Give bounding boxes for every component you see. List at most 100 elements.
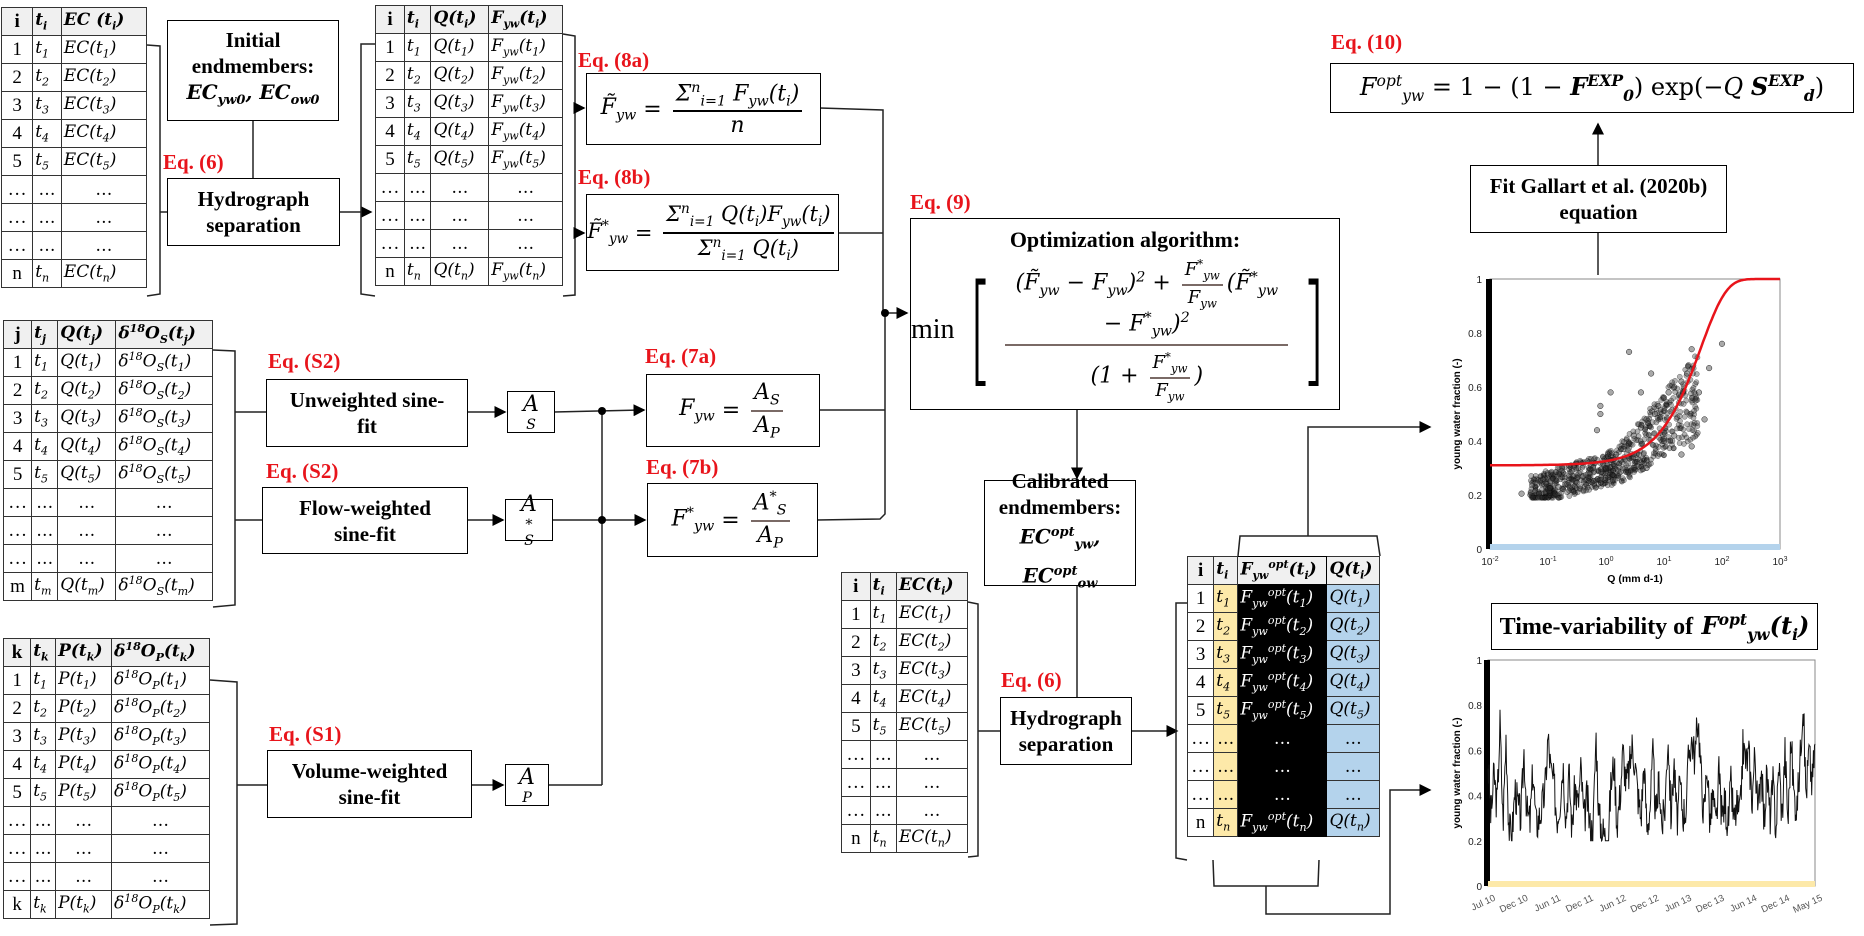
scatter-point xyxy=(1687,411,1693,417)
table-cell: EC(tn) xyxy=(895,824,969,853)
table-cell: … xyxy=(32,231,62,260)
junction-dot xyxy=(881,309,889,317)
table-cell: Q(t3) xyxy=(1326,640,1380,669)
table-cell: Q(t4) xyxy=(1326,668,1380,697)
table-cell: EC(t4) xyxy=(895,684,969,713)
table-cell: … xyxy=(430,229,490,258)
scatter-point xyxy=(1590,477,1597,484)
table-cell: … xyxy=(30,834,57,863)
table-cell: … xyxy=(115,488,213,517)
table-cell: δ18OP(t5) xyxy=(111,778,210,807)
x-tick-label: Jun 12 xyxy=(1598,893,1629,915)
table-cell: … xyxy=(895,796,969,825)
optimization-box: Optimization algorithm: min [ (F̃yw − Fy… xyxy=(910,218,1340,410)
table-cell: 5 xyxy=(2,460,33,489)
x-tick-label: 102 xyxy=(1714,556,1729,568)
table-cell: … xyxy=(1326,724,1380,753)
scatter-point xyxy=(1605,451,1611,458)
table-cell: 2 xyxy=(0,63,34,92)
column-header: ti xyxy=(32,7,62,36)
scatter-point xyxy=(1620,439,1627,445)
table-cell: tn xyxy=(869,824,897,853)
scatter-point xyxy=(1559,474,1566,481)
table-cell: … xyxy=(1186,752,1215,781)
table-cell: … xyxy=(111,834,210,863)
table-cell: EC(t2) xyxy=(895,628,969,657)
table-cell: Q(tn) xyxy=(1326,808,1380,837)
table-row: ………… xyxy=(1186,780,1380,809)
scatter-point xyxy=(1549,475,1556,482)
scatter-point xyxy=(1694,420,1700,426)
scatter-point xyxy=(1671,432,1678,439)
eqS2-label-a: Eq. (S2) xyxy=(268,349,341,373)
box-line: Flow-weighted xyxy=(299,495,431,520)
column-header: Q(ti) xyxy=(430,5,490,34)
eq8a-fraction: Σni=1 Fyw(ti)n xyxy=(672,80,803,138)
scatter-point xyxy=(1597,480,1604,486)
time-variability-title-box: Time-variability of Foptyw(ti) xyxy=(1491,603,1818,650)
scatter-point xyxy=(1688,443,1695,450)
eqS2-label-b: Eq. (S2) xyxy=(266,459,339,483)
box-line: Unweighted sine- xyxy=(289,388,445,412)
table-cell: t3 xyxy=(403,89,432,118)
table-cell: … xyxy=(841,796,871,825)
scatter-point xyxy=(1687,390,1694,397)
y-tick-label: 0.4 xyxy=(1468,437,1482,448)
table-cell: 5 xyxy=(2,778,32,807)
box-line: Hydrograph xyxy=(197,187,310,211)
table-cell: … xyxy=(895,768,969,797)
initial-endmembers-box: Initial endmembers: ECyw0, ECow0 xyxy=(167,20,339,121)
scatter-point xyxy=(1591,468,1597,475)
table-row: ………… xyxy=(1186,724,1380,753)
table-cell: Q(t4) xyxy=(430,117,490,146)
table-cell: 1 xyxy=(2,348,33,377)
table-cell: … xyxy=(2,862,32,891)
amplitude-as-star-box: A*S xyxy=(505,492,553,549)
scatter-point xyxy=(1609,472,1616,478)
bracket-ec-top xyxy=(146,44,161,297)
column-header: ti xyxy=(869,572,897,601)
scatter-point xyxy=(1596,477,1603,483)
table-cell: … xyxy=(32,203,62,232)
table-cell: t5 xyxy=(32,147,62,176)
table-cell: EC(t1) xyxy=(895,600,969,629)
table-cell: 1 xyxy=(375,33,405,62)
x-tick-label: May 15 xyxy=(1791,893,1824,916)
scatter-point xyxy=(1585,470,1592,477)
scatter-point xyxy=(1668,397,1674,404)
eq7b-label: Eq. (7b) xyxy=(646,455,719,479)
x-tick-label: 101 xyxy=(1656,556,1671,568)
scatter-point xyxy=(1677,409,1684,415)
y-axis-bar xyxy=(1486,279,1492,549)
table-cell: … xyxy=(403,201,432,230)
table-cell: … xyxy=(430,173,490,202)
table-cell: Q(t5) xyxy=(1326,696,1380,725)
table-cell: 1 xyxy=(1186,584,1215,613)
table-cell: t3 xyxy=(869,656,897,685)
scatter-point xyxy=(1616,470,1623,477)
scatter-point xyxy=(1555,483,1562,490)
eq9-label: Eq. (9) xyxy=(910,190,971,214)
table-row: ……… xyxy=(0,175,148,204)
table-cell: Q(t1) xyxy=(57,348,117,377)
scatter-point xyxy=(1588,455,1594,462)
column-header: i xyxy=(841,572,871,601)
table-cell: EC(t5) xyxy=(895,712,969,741)
scatter-point xyxy=(1580,487,1587,494)
eq8b-lhs: F̃*yw xyxy=(587,217,629,248)
table-cell: δ18OS(t3) xyxy=(115,404,213,433)
initial-endmembers-symbols: ECyw0, ECow0 xyxy=(186,80,320,108)
scatter-point xyxy=(1681,431,1688,438)
column-header: Q(ti) xyxy=(1326,556,1380,585)
